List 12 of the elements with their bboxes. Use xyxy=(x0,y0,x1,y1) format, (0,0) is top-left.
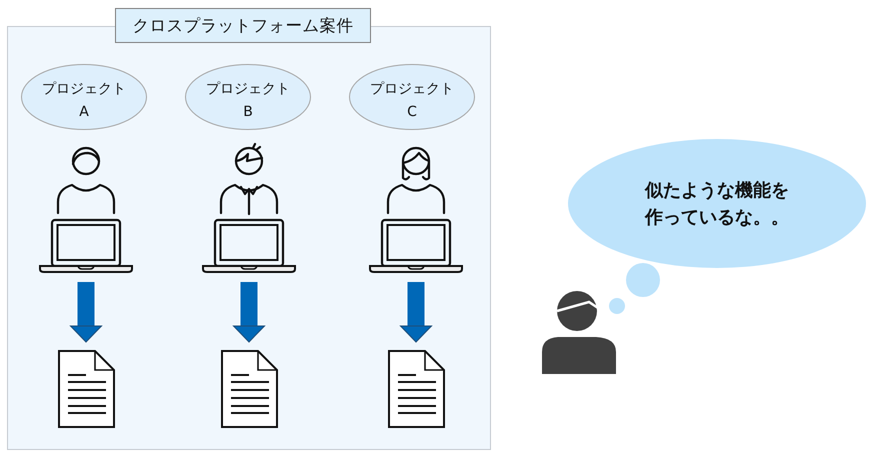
block-arrow xyxy=(233,282,265,342)
block-arrow xyxy=(400,282,432,342)
document-icon xyxy=(388,350,444,428)
project-ellipse: プロジェクトC xyxy=(349,64,475,130)
project-ellipse: プロジェクトB xyxy=(185,64,311,130)
person-at-laptop xyxy=(201,142,297,274)
document-icon xyxy=(58,350,114,428)
thought-bubble: 似たような機能を作っているな。。 xyxy=(568,139,866,268)
document-icon xyxy=(220,350,278,428)
project-ellipse: プロジェクトA xyxy=(21,64,147,130)
block-arrow xyxy=(70,282,102,342)
title-tab: クロスプラットフォーム案件 xyxy=(115,8,371,43)
